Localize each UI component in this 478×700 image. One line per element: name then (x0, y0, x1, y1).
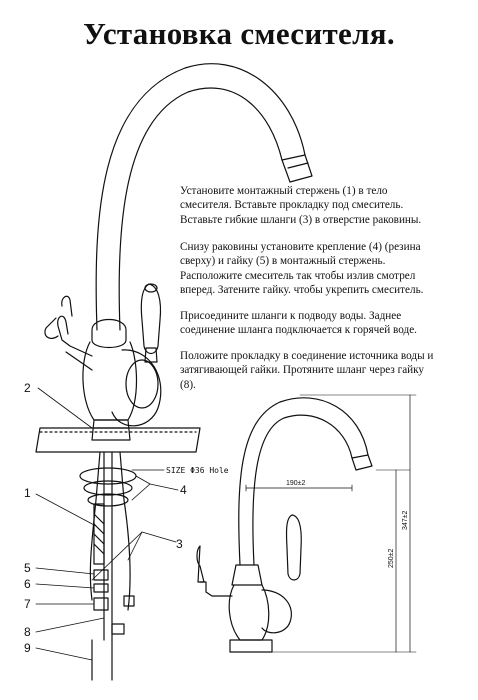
callout-9: 9 (24, 641, 31, 655)
instruction-line: Положите прокладку в соединение источник… (180, 350, 434, 362)
page-title: Установка смесителя. (83, 16, 395, 51)
dimension-height-total: 347±2 (402, 510, 409, 530)
instruction-line: Присоедините шланги к подводу воды. Задн… (180, 310, 402, 322)
callout-7: 7 (24, 597, 31, 611)
dimension-height-spout: 250±2 (388, 548, 395, 568)
callout-4: 4 (180, 483, 187, 497)
callout-2: 2 (24, 381, 31, 395)
instruction-line: соединение шланга подключается к горячей… (180, 324, 417, 337)
instruction-step-4: Положите прокладку в соединение источник… (180, 349, 472, 392)
instruction-line: сверху) и гайку (5) в монтажный стержень… (180, 255, 386, 268)
callout-5: 5 (24, 561, 31, 575)
callout-leaders (35, 387, 179, 661)
instruction-line: Вставьте гибкие шланги (3) в отверстие р… (180, 213, 422, 226)
instruction-line: вперед. Затените гайку. чтобы укрепить с… (180, 284, 424, 297)
instruction-line: Снизу раковины установите крепление (4) … (180, 241, 421, 253)
instruction-line: Расположите смеситель так чтобы излив см… (180, 269, 416, 282)
instruction-line: Установите монтажный стержень (1) в тело (180, 185, 388, 197)
instruction-line: затягивающей гайки. Протяните шланг чере… (180, 364, 425, 377)
callout-8: 8 (24, 625, 31, 639)
instruction-line: (8). (180, 378, 196, 391)
instruction-step-1: Установите монтажный стержень (1) в тело… (180, 184, 472, 227)
instruction-step-3: Присоедините шланги к подводу воды. Задн… (180, 309, 472, 338)
hole-size-note: SIZE Φ36 Hole (166, 466, 229, 475)
callout-labels: 2 4 1 3 5 6 7 8 9 (24, 381, 187, 655)
callout-1: 1 (24, 486, 31, 500)
dimension-reach: 190±2 (286, 480, 306, 487)
callout-3: 3 (176, 537, 183, 551)
faucet-dimension-drawing (196, 394, 417, 653)
instruction-line: смесителя. Вставьте прокладку под смесит… (180, 199, 404, 212)
callout-6: 6 (24, 577, 31, 591)
instruction-step-2: Снизу раковины установите крепление (4) … (180, 240, 472, 298)
faucet-large-drawing (35, 63, 313, 681)
